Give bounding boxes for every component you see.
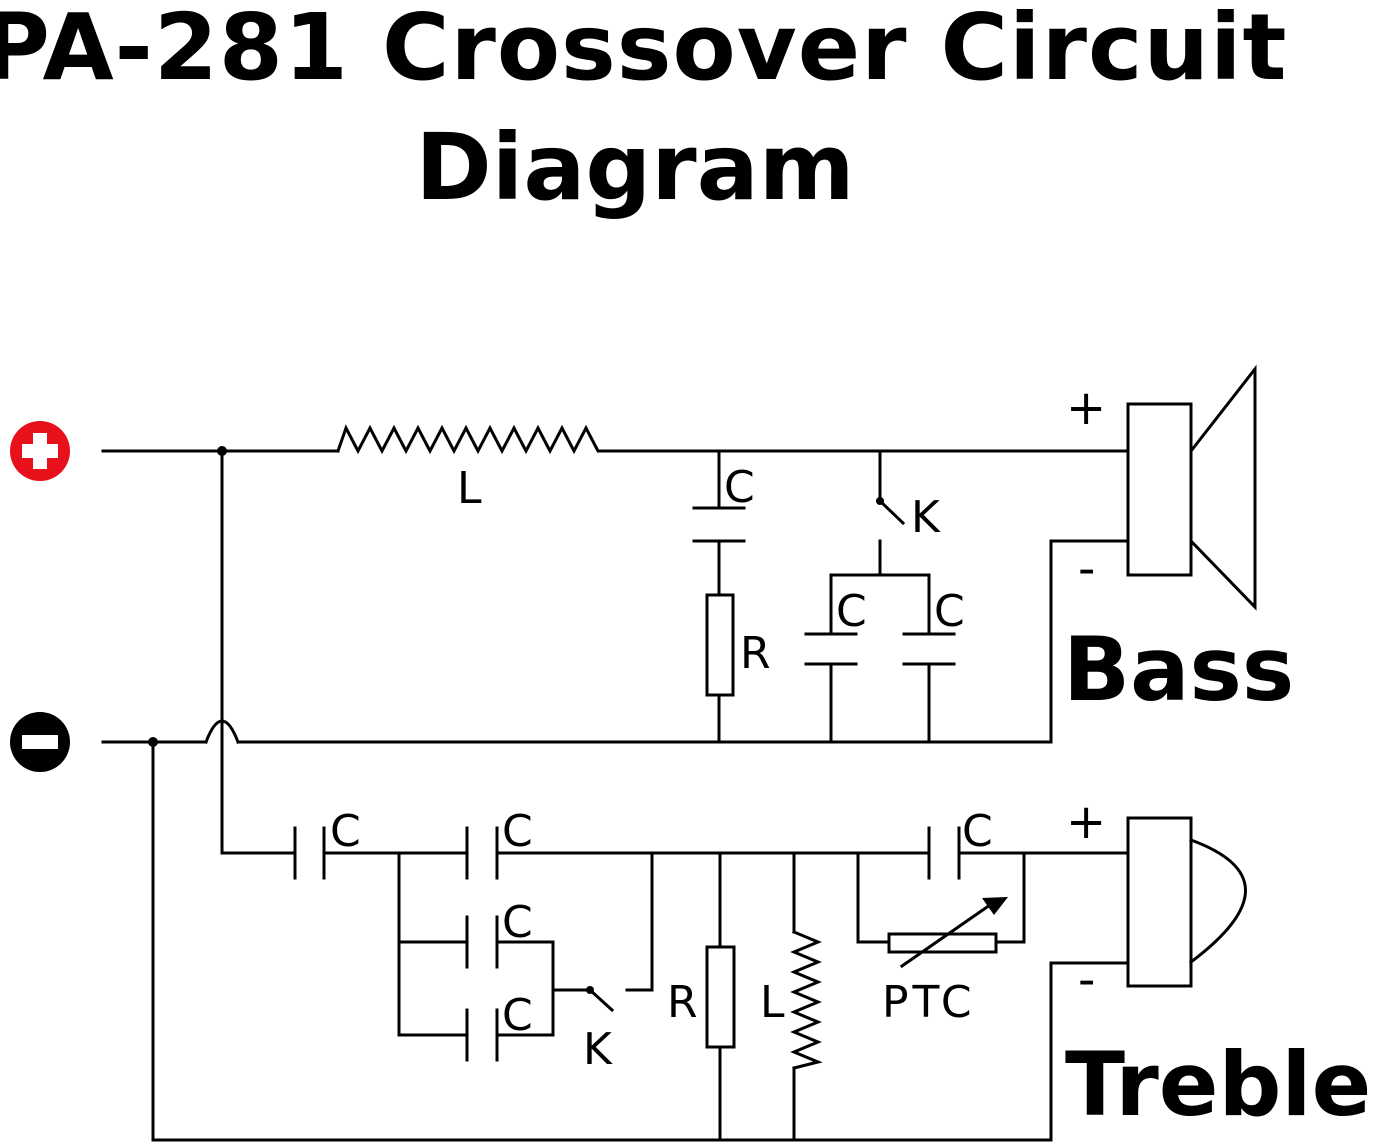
- treble-cap3-label: C: [502, 897, 533, 948]
- treble-cap2-label: C: [502, 806, 533, 857]
- treble-inductor: [790, 930, 823, 1070]
- bass-resistor-label: R: [740, 628, 771, 679]
- treble-cap1-label: C: [330, 806, 361, 857]
- treble-minus-sign: -: [1078, 952, 1095, 1008]
- page-subtitle: Diagram: [415, 114, 855, 221]
- bass-inductor: [336, 424, 607, 455]
- treble-resistor-label: R: [667, 977, 698, 1028]
- bass-plus-sign: +: [1066, 380, 1106, 436]
- treble-speaker-body: [1126, 816, 1193, 988]
- bass-cap-left-label: C: [836, 586, 867, 637]
- treble-negative-wire: [1049, 961, 1130, 1142]
- treble-cap-out-label: C: [962, 806, 993, 857]
- page-title: PA-281 Crossover Circuit: [0, 0, 1288, 101]
- bass-negative-wire: [1049, 539, 1130, 744]
- bass-inductor-label: L: [457, 463, 482, 514]
- treble-label: Treble: [1065, 1033, 1371, 1136]
- bass-switch-label: K: [911, 492, 941, 543]
- treble-switch-label: K: [583, 1024, 613, 1075]
- treble-ptc-arrow: [899, 902, 993, 969]
- treble-plus-sign: +: [1066, 794, 1106, 850]
- treble-ptc-label: PTC: [882, 977, 976, 1028]
- bass-resistor: [705, 593, 735, 697]
- bass-label: Bass: [1063, 618, 1294, 721]
- bass-cap-right-label: C: [934, 586, 965, 637]
- bass-switch-blade: [877, 498, 906, 526]
- treble-ptc-arrowhead: [982, 897, 1008, 915]
- minus-circle-icon: [10, 712, 70, 772]
- treble-speaker-dome: [1188, 838, 1247, 965]
- bass-speaker-magnet: [1126, 402, 1193, 577]
- bass-minus-sign: -: [1078, 541, 1095, 597]
- bass-cap-series-label: C: [724, 462, 755, 513]
- treble-switch-blade: [587, 987, 615, 1013]
- plus-circle-icon: [10, 421, 70, 481]
- treble-inductor-label: L: [760, 977, 785, 1028]
- bass-speaker-cone: [1189, 364, 1257, 611]
- treble-cap4-label: C: [502, 990, 533, 1041]
- treble-resistor: [705, 945, 736, 1049]
